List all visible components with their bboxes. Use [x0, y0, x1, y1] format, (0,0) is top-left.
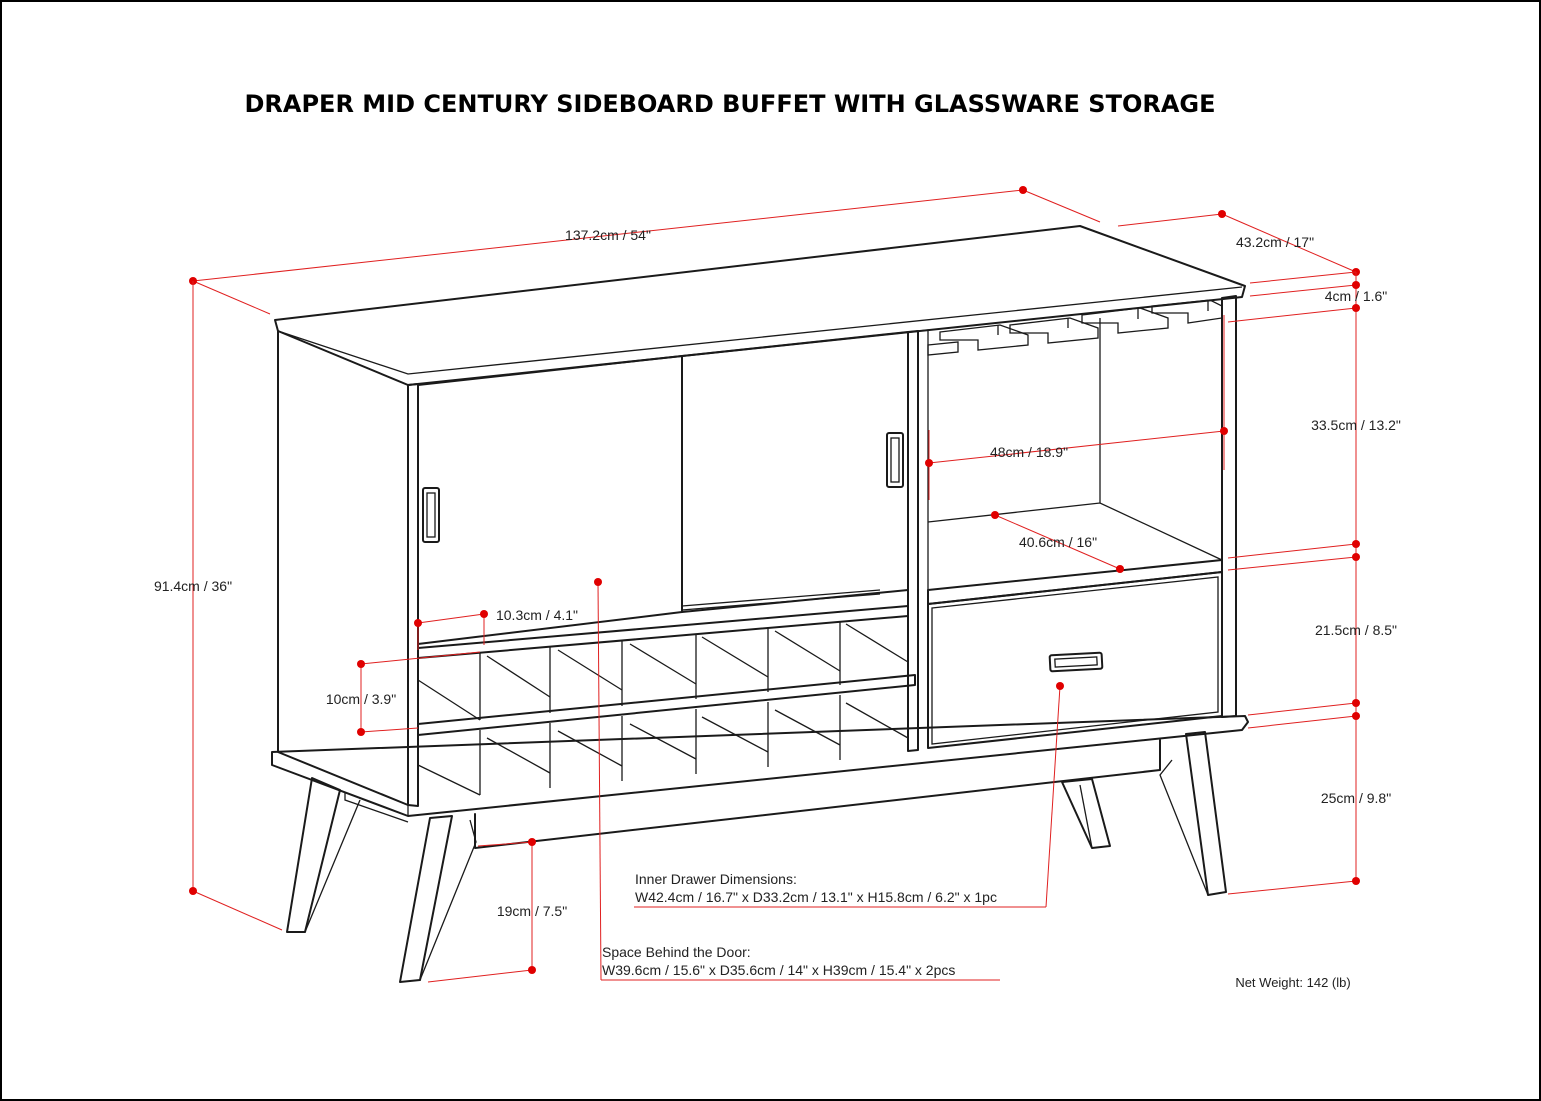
label-glass-height: 33.5cm / 13.2"	[1311, 417, 1401, 433]
glass-shelf	[927, 502, 1223, 561]
label-depth: 43.2cm / 17"	[1236, 234, 1314, 250]
label-inner-drawer-title: Inner Drawer Dimensions:	[635, 871, 797, 887]
label-behind-door-value: W39.6cm / 15.6" x D35.6cm / 14" x H39cm …	[602, 962, 955, 978]
leg-back-right	[1061, 778, 1111, 849]
front-left-post	[407, 383, 419, 807]
left-side-panel	[277, 330, 409, 806]
divider-inner-edge	[917, 329, 929, 592]
dim-dot	[1019, 186, 1027, 194]
diagram-title: DRAPER MID CENTURY SIDEBOARD BUFFET WITH…	[244, 90, 1215, 118]
wine-cubbies	[417, 605, 916, 796]
inner-drawer-leader	[1045, 685, 1061, 908]
dimension-labels: 137.2cm / 54" 43.2cm / 17" 91.4cm / 36" …	[154, 227, 1401, 990]
label-glass-depth: 40.6cm / 16"	[1019, 534, 1097, 550]
leg-front-right-edge	[1159, 759, 1209, 896]
door-handle-right	[886, 432, 904, 488]
door-track	[681, 589, 881, 611]
label-drawer-height: 21.5cm / 8.5"	[1315, 622, 1397, 638]
label-inner-drawer-value: W42.4cm / 16.7" x D33.2cm / 13.1" x H15.…	[635, 889, 997, 905]
label-behind-door-title: Space Behind the Door:	[602, 944, 751, 960]
door-handle-right-inner	[890, 437, 900, 483]
middle-divider	[907, 330, 919, 752]
side-apron	[344, 793, 409, 823]
leg-back-left	[286, 777, 341, 933]
label-top-thickness: 4cm / 1.6"	[1325, 288, 1388, 304]
bottom-plinth	[271, 715, 1249, 817]
label-floor-clearance: 19cm / 7.5"	[497, 903, 567, 919]
stemware-racks	[927, 299, 1223, 356]
label-cubby-height: 10cm / 3.9"	[326, 691, 396, 707]
label-cubby-width: 10.3cm / 4.1"	[496, 607, 578, 623]
drawer-handle	[1048, 651, 1104, 673]
label-leg-height: 25cm / 9.8"	[1321, 790, 1391, 806]
sliding-door-right	[681, 331, 909, 613]
label-height: 91.4cm / 36"	[154, 578, 232, 594]
drawer-front-inner	[931, 576, 1219, 745]
glass-width-line	[928, 430, 1225, 464]
sideboard-drawing	[271, 225, 1249, 983]
behind-door-leader	[597, 581, 602, 981]
leg-back-right-edge	[1079, 784, 1093, 849]
dimension-lines	[189, 186, 1360, 983]
label-width: 137.2cm / 54"	[565, 227, 651, 243]
leg-front-left-edge	[419, 819, 477, 981]
label-net-weight: Net Weight: 142 (lb)	[1235, 975, 1350, 990]
top-slab-edge	[277, 286, 1243, 375]
leg-front-left	[399, 815, 453, 983]
front-apron	[474, 739, 1161, 849]
cubby-width-line	[417, 613, 485, 624]
leg-back-left-edge	[304, 799, 361, 933]
drawer-handle-inner	[1054, 656, 1098, 668]
label-glass-width: 48cm / 18.9"	[990, 444, 1068, 460]
sliding-door-left	[417, 355, 683, 645]
leg-front-right	[1185, 731, 1227, 896]
depth-line	[1117, 213, 1223, 227]
door-handle-left	[422, 487, 440, 543]
width-line	[192, 189, 1024, 282]
door-handle-left-inner	[426, 492, 436, 538]
glass-depth-line	[994, 514, 1121, 570]
